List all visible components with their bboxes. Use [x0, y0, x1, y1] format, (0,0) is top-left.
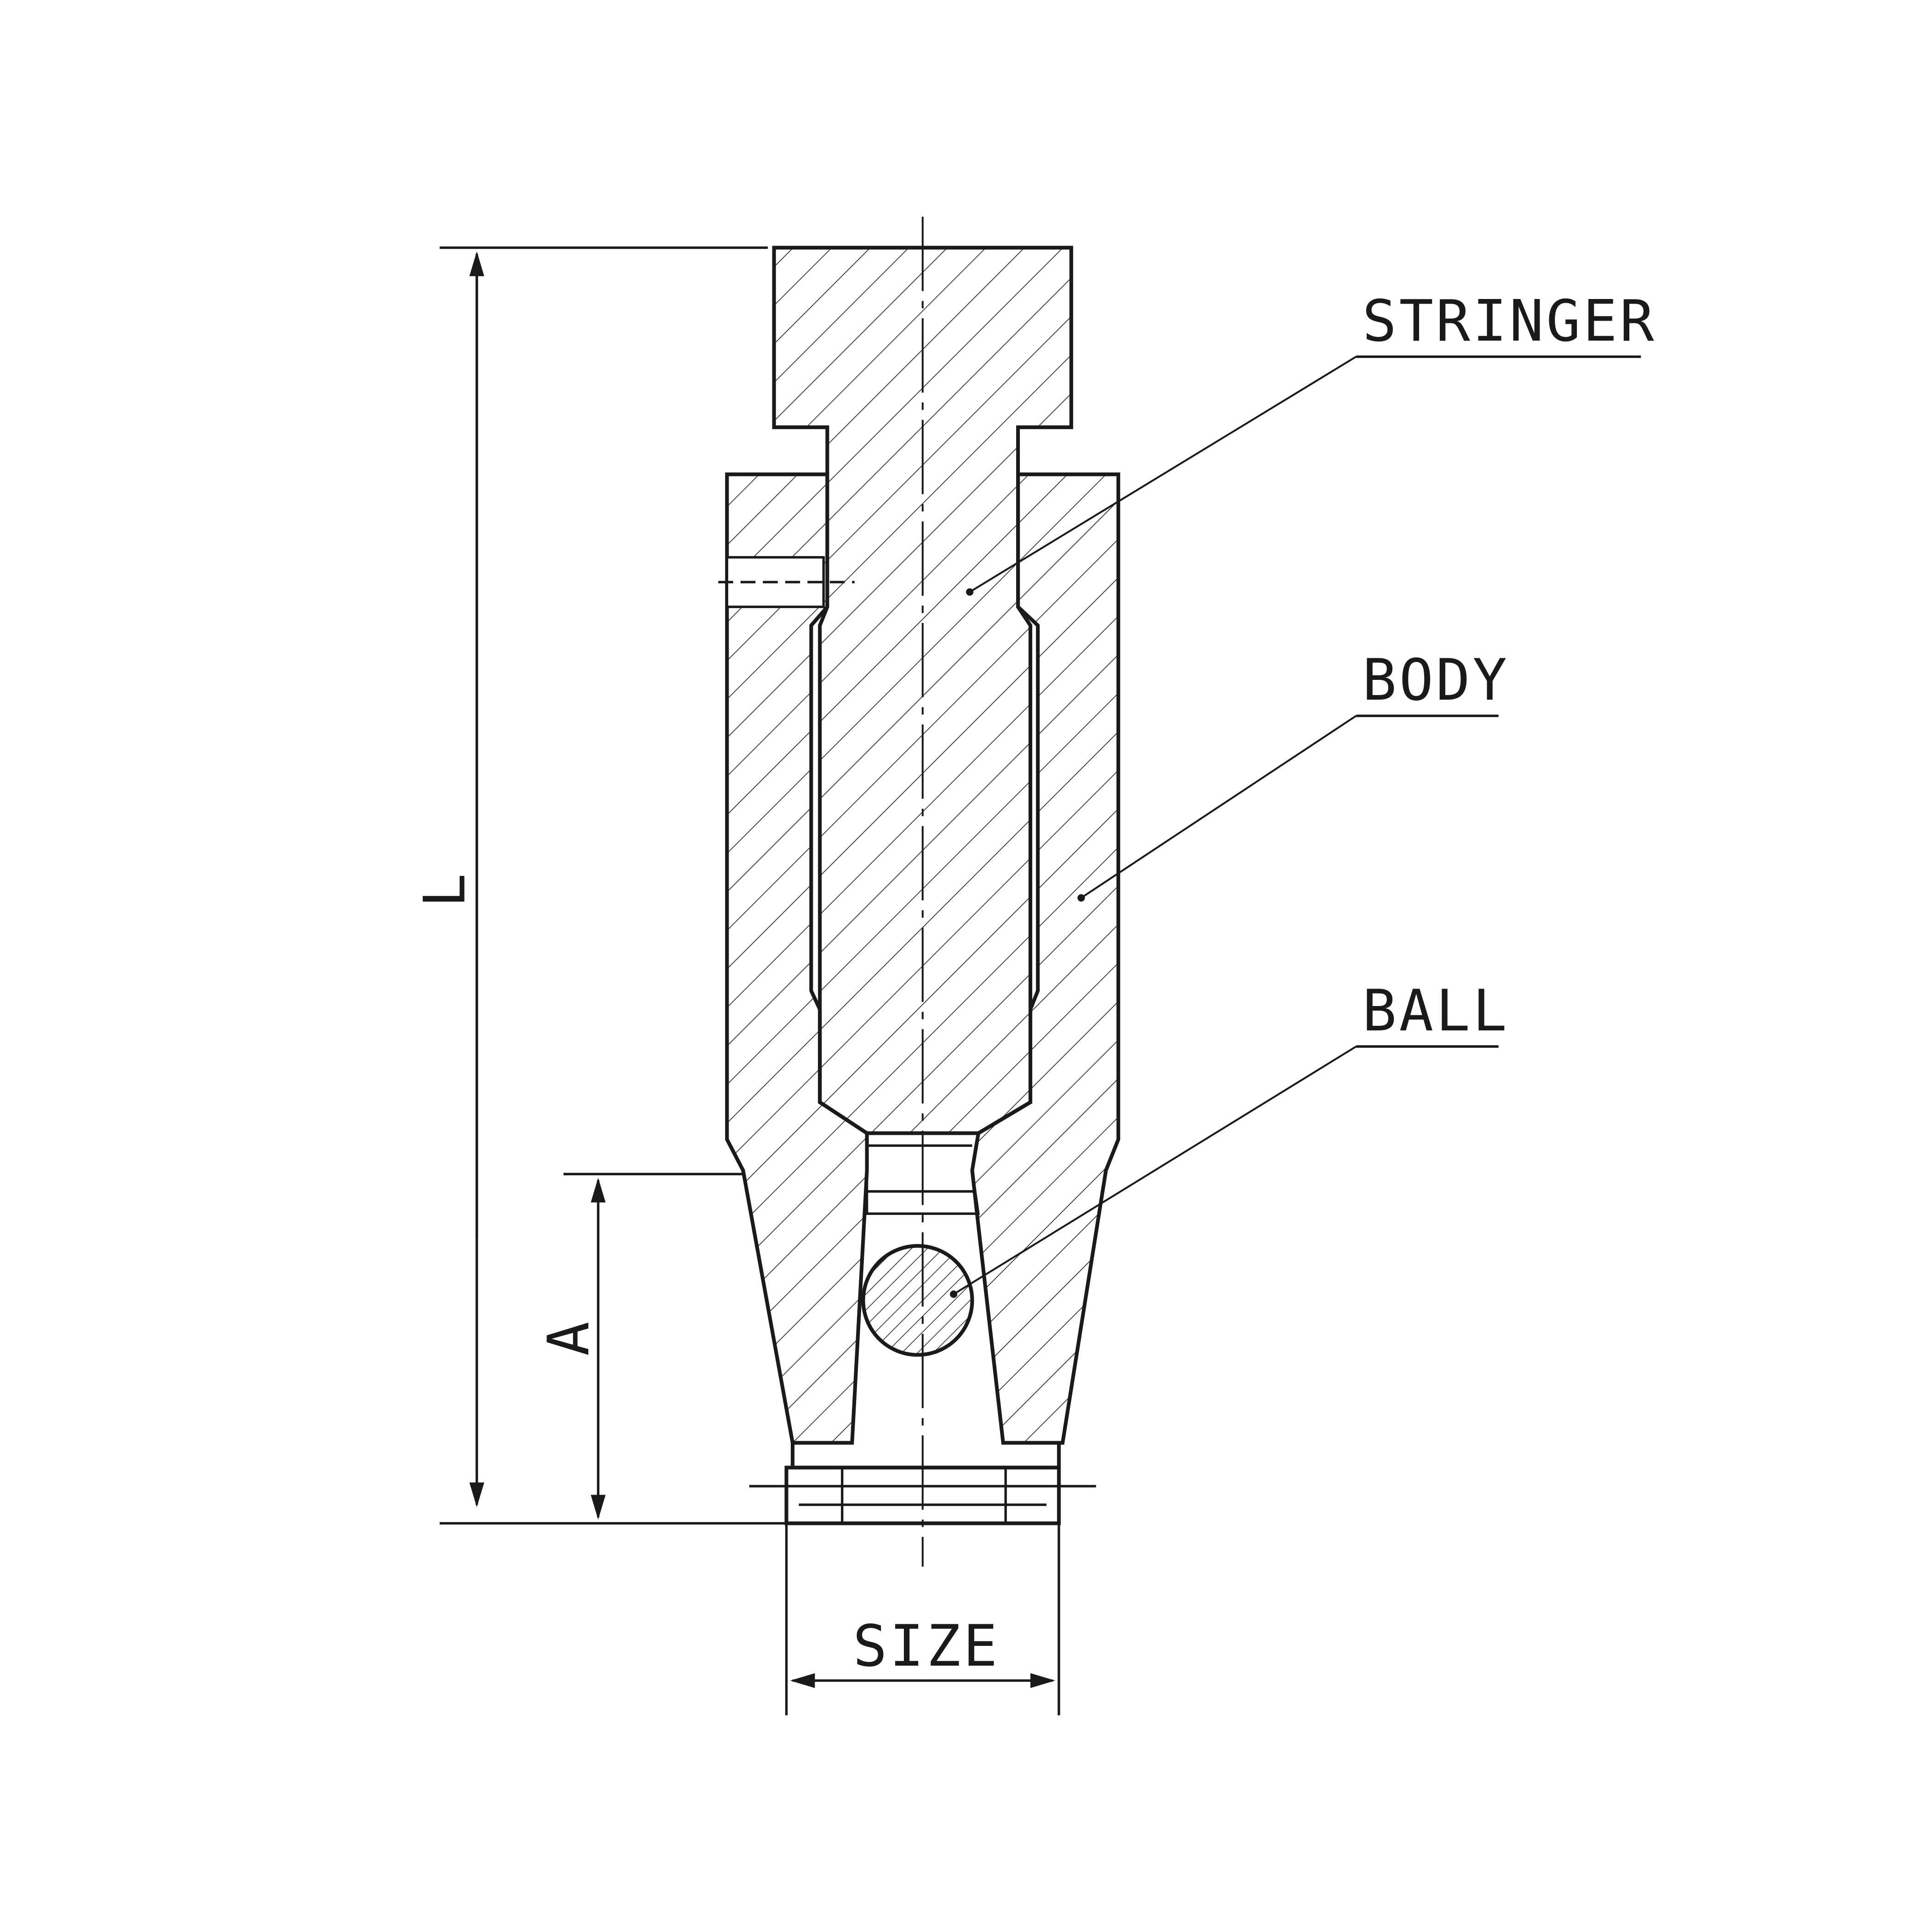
callout-stringer: STRINGER	[966, 288, 1656, 596]
dimension-l-label: L	[412, 871, 478, 908]
callout-body: BODY	[1077, 647, 1510, 902]
dimension-size: SIZE	[785, 1523, 1060, 1715]
dimension-size-label: SIZE	[853, 1613, 1000, 1679]
ball-label: BALL	[1363, 978, 1510, 1044]
dimension-l: L	[412, 246, 793, 1525]
body-label: BODY	[1363, 647, 1510, 713]
callout-ball: BALL	[950, 978, 1510, 1298]
dimension-a-label: A	[536, 1319, 602, 1356]
ball-part	[861, 1244, 974, 1357]
stringer-label: STRINGER	[1363, 288, 1656, 354]
dimension-a: A	[536, 1173, 743, 1520]
